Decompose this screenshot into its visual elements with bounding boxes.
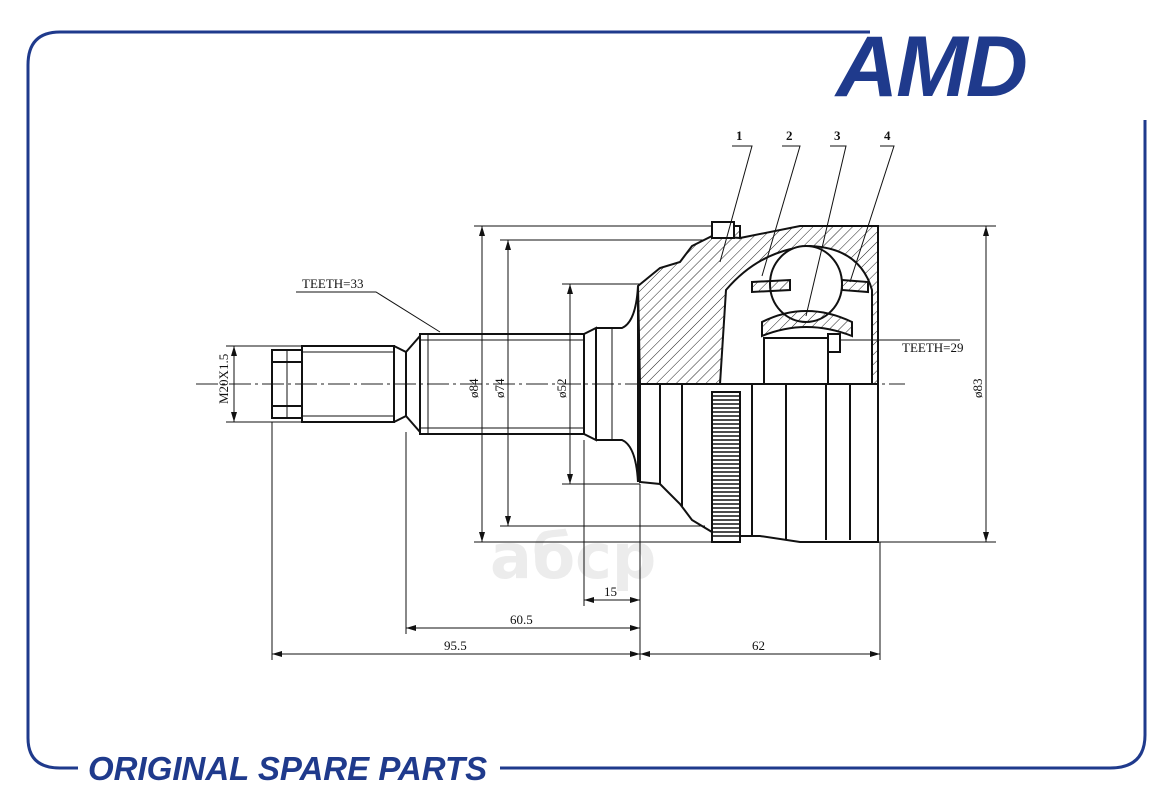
teeth-outer-label: TEETH=33 [302, 276, 363, 291]
dia-52-label: ø52 [554, 379, 569, 399]
logo-text: AMD [834, 19, 1026, 115]
callout-4: 4 [884, 128, 891, 143]
thread-label: M20X1.5 [216, 354, 231, 404]
arrowheads [231, 226, 989, 657]
watermark: aбcp [490, 520, 656, 593]
dia-84-label: ø84 [466, 378, 481, 398]
drawing-labels: 1 2 3 4 TEETH=33 TEETH=29 M20X1.5 ø84 ø7… [216, 128, 985, 653]
tagline: ORIGINAL SPARE PARTS [88, 750, 487, 787]
page-frame [26, 30, 1147, 770]
callout-1: 1 [736, 128, 743, 143]
teeth-inner-label: TEETH=29 [902, 340, 963, 355]
amd-logo: AMD [834, 19, 1028, 115]
outer-race-section [636, 221, 879, 385]
len-95-5-label: 95.5 [444, 638, 467, 653]
shaft [271, 285, 639, 483]
len-62-label: 62 [752, 638, 765, 653]
len-15-label: 15 [604, 584, 617, 599]
callout-2: 2 [786, 128, 793, 143]
dia-83-label: ø83 [970, 379, 985, 399]
leader-lines [296, 145, 960, 341]
abs-ring-teeth [712, 395, 740, 537]
outer-race-exterior [639, 383, 879, 543]
callout-3: 3 [834, 128, 841, 143]
dia-74-label: ø74 [492, 378, 507, 398]
len-60-5-label: 60.5 [510, 612, 533, 627]
dimension-lines [226, 225, 996, 660]
